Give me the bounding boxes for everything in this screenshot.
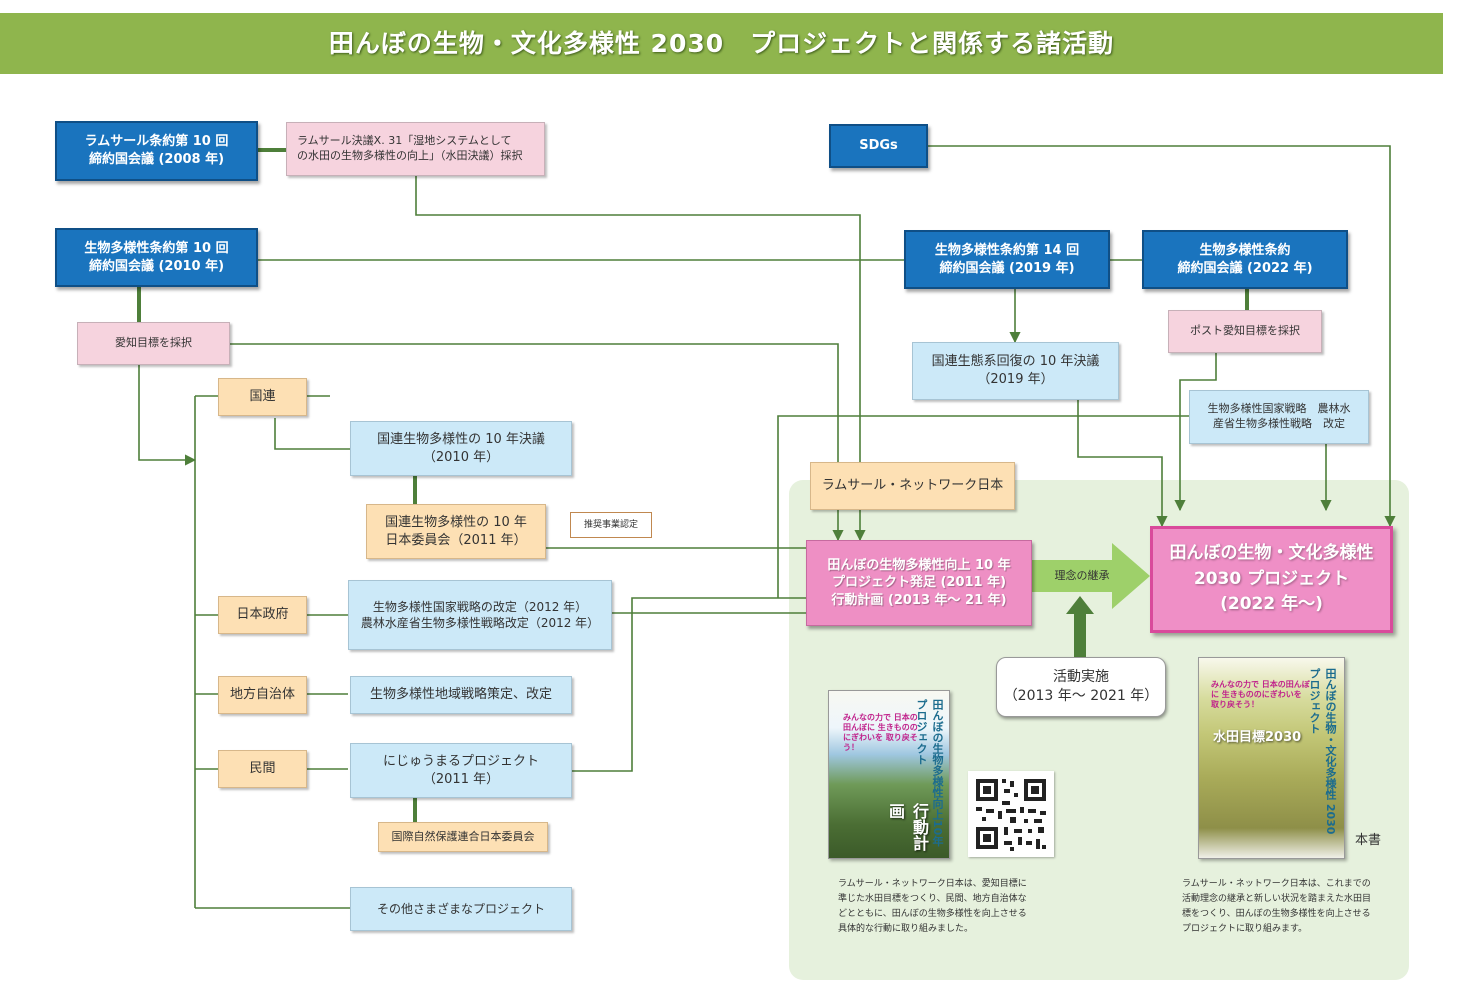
other-projects-box: その他さまざまなプロジェクト [350,887,572,931]
ramsar-network-box: ラムサール・ネットワーク日本 [810,462,1015,510]
ramsar-cop10-box: ラムサール条約第 10 回 締約国会議 (2008 年) [55,121,258,181]
action-plan-book-cover: みんなの力で 日本の田んぼに 生きもののにぎわいを 取り戻そう！ 田んぼの生物多… [828,690,950,859]
local-strategy-box: 生物多様性地域戦略策定、改定 [350,676,572,714]
strategy-2012-box: 生物多様性国家戦略の改定（2012 年） 農林水産省生物多様性戦略改定（2012… [348,580,612,650]
project-2011-box: 田んぼの生物多様性向上 10 年 プロジェクト発足 (2011 年) 行動計画 … [806,540,1032,626]
post-aichi-box: ポスト愛知目標を採択 [1168,310,1322,353]
cbd-2022-box: 生物多様性条約 締約国会議 (2022 年) [1142,230,1348,289]
link-sdgs-target [928,145,1396,528]
actor-japan-gov-box: 日本政府 [218,596,307,634]
nijumaru-box: にじゅうまるプロジェクト （2011 年） [350,743,572,798]
page-title: 田んぼの生物・文化多様性 2030 プロジェクトと関係する諸活動 [328,29,1115,58]
actor-local-gov-box: 地方自治体 [218,676,307,714]
left-description: ラムサール・ネットワーク日本は、愛知目標に 準じた水田目標をつくり、民間、地方自… [838,879,1027,934]
un-decade-committee-box: 国連生物多様性の 10 年 日本委員会（2011 年） [366,504,546,559]
ramsar-resolution-box: ラムサール決議Ⅹ. 31「湿地システムとして の水田の生物多様性の向上」（水田決… [286,122,545,176]
national-strategy-revision-box: 生物多様性国家戦略 農林水 産省生物多様性戦略 改定 [1189,390,1369,444]
actor-un-box: 国連 [218,378,307,416]
activities-arrow [1066,596,1094,657]
link-nijumaru-project [572,597,806,772]
target-project-box: 田んぼの生物・文化多様性 2030 プロジェクト (2022 年～) [1150,526,1393,633]
sdgs-box: SDGs [829,124,928,168]
right-description: ラムサール・ネットワーク日本は、これまでの 活動理念の継承と新しい状況を踏まえた… [1182,879,1372,934]
succession-arrow [1032,543,1150,609]
un-restoration-box: 国連生態系回復の 10 年決議 （2019 年） [912,342,1119,400]
recommended-tag: 推奨事業認定 [570,512,652,538]
this-book-label: 本書 [1355,833,1382,848]
link-resolution-project [415,176,866,542]
link-restoration-target [1077,400,1168,528]
iucn-japan-box: 国際自然保護連合日本委員会 [378,822,548,852]
target-2030-book-cover: みんなの力で 日本の田んぼに 生きもののにぎわいを 取り戻そう！ 水田目標203… [1198,657,1345,859]
actor-private-box: 民間 [218,750,307,788]
activities-bubble: 活動実施 （2013 年～ 2021 年） [996,657,1166,717]
title-banner: 田んぼの生物・文化多様性 2030 プロジェクトと関係する諸活動 [0,13,1443,74]
cbd-cop14-box: 生物多様性条約第 14 回 締約国会議 (2019 年) [904,230,1110,289]
un-decade-resolution-box: 国連生物多様性の 10 年決議 （2010 年） [350,421,572,476]
succession-label: 理念の継承 [1054,569,1110,582]
link-postaichi-target [1174,353,1217,512]
link-strategy-project [777,415,1189,598]
aichi-targets-box: 愛知目標を採択 [77,322,230,365]
cbd-cop10-box: 生物多様性条約第 10 回 締約国会議 (2010 年) [55,228,258,287]
link-aichi-actors [138,365,197,466]
qr-code-icon[interactable] [968,771,1054,857]
